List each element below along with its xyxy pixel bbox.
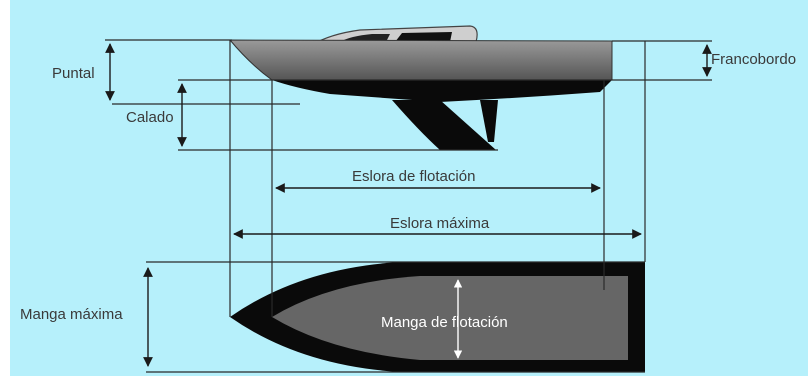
keel <box>392 100 496 150</box>
calado-label: Calado <box>126 109 174 126</box>
eslora-flotacion-label: Eslora de flotación <box>352 168 475 185</box>
waterline-area <box>272 276 628 360</box>
hull-topsides <box>228 39 613 81</box>
left-margin <box>0 0 10 376</box>
eslora-maxima-label: Eslora máxima <box>390 215 490 232</box>
plan-view-hull <box>230 262 645 372</box>
hull-underbody <box>272 80 612 102</box>
francobordo-label: Francobordo <box>711 51 796 68</box>
cabin-window <box>395 32 452 42</box>
manga-flotacion-label: Manga de flotación <box>381 314 508 331</box>
rudder <box>480 100 498 142</box>
puntal-label: Puntal <box>52 65 95 82</box>
reference-lines <box>105 39 712 373</box>
manga-maxima-label: Manga máxima <box>20 306 123 323</box>
side-view-boat <box>228 25 613 150</box>
